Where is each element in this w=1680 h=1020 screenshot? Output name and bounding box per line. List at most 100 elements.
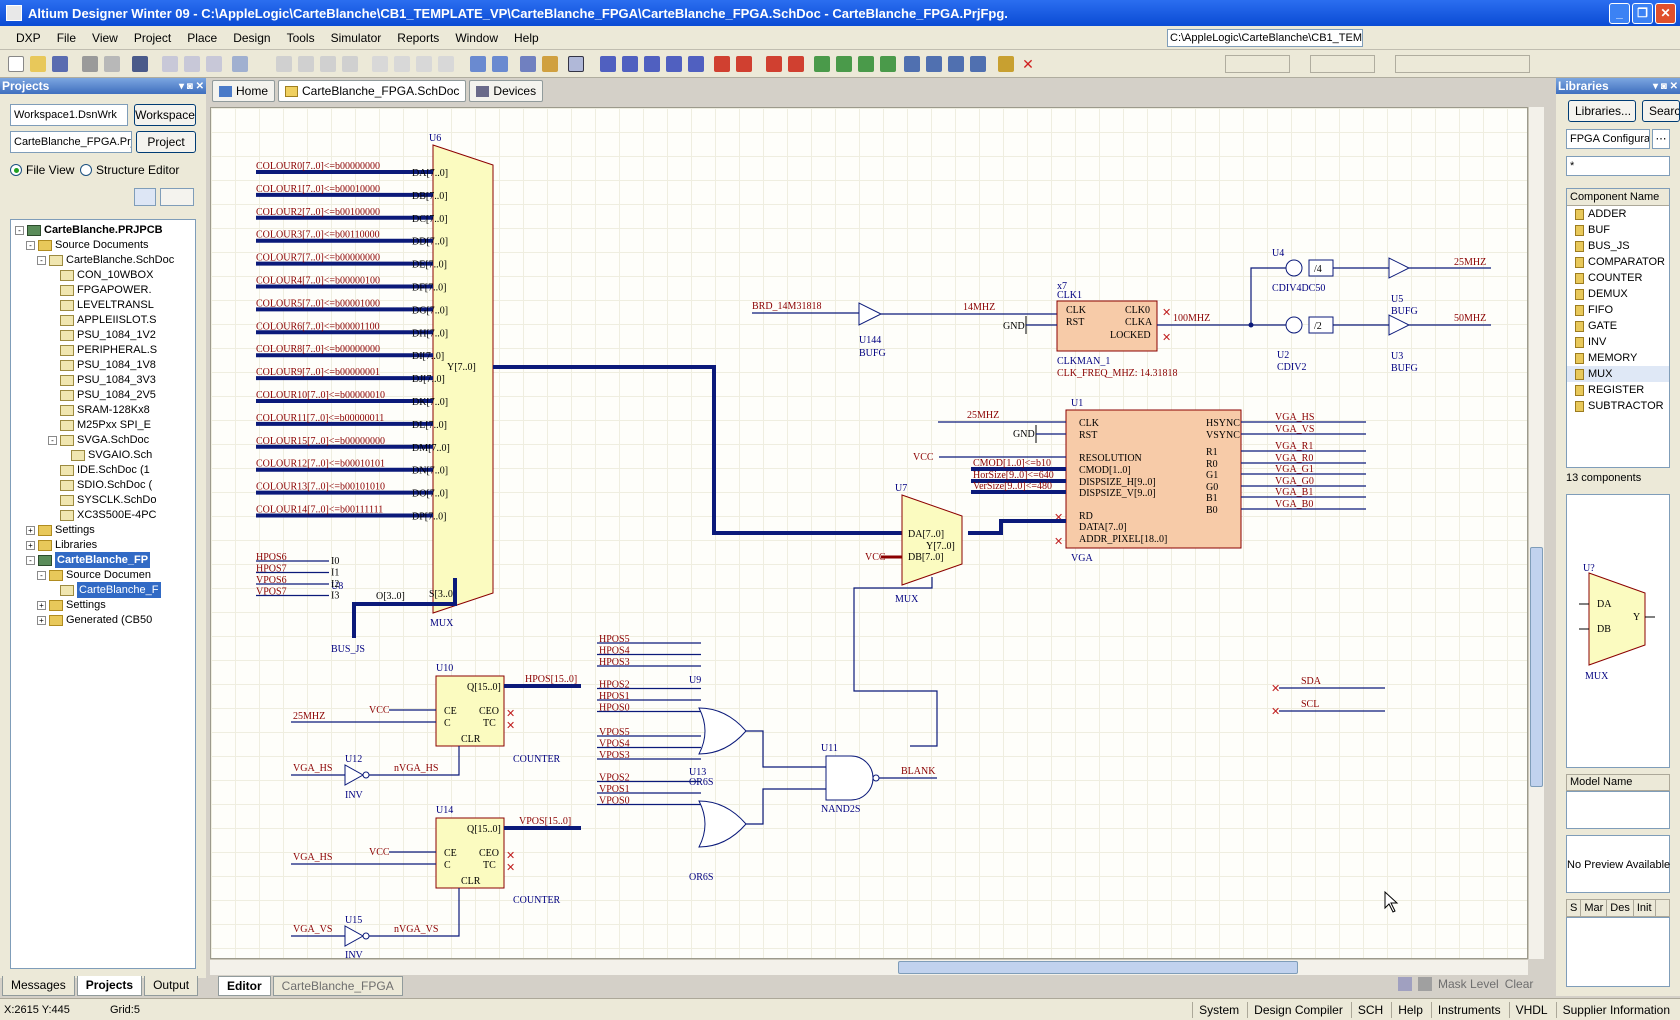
structure-editor-radio[interactable]: Structure Editor xyxy=(80,163,179,177)
tree-item[interactable]: -Source Documents xyxy=(26,237,149,253)
zoom-area-icon[interactable] xyxy=(184,56,200,72)
pin-col-init[interactable]: Init xyxy=(1634,900,1656,916)
component-item[interactable]: SUBTRACTOR xyxy=(1567,398,1669,414)
no-erc-icon[interactable]: ✕ xyxy=(1022,56,1034,72)
menu-view[interactable]: View xyxy=(92,30,118,45)
menu-file[interactable]: File xyxy=(56,30,77,45)
junction-icon[interactable] xyxy=(666,56,682,72)
tree-item[interactable]: +Libraries xyxy=(26,537,97,553)
tree-item[interactable]: -Source Documen xyxy=(37,567,151,583)
port-icon[interactable] xyxy=(904,56,920,72)
menu-simulator[interactable]: Simulator xyxy=(330,30,382,45)
tree-item[interactable]: +Settings xyxy=(26,522,95,538)
component-item[interactable]: FIFO xyxy=(1567,302,1669,318)
status-system[interactable]: System xyxy=(1192,1002,1245,1018)
tree-item[interactable]: XC3S500E-4PC xyxy=(48,507,157,523)
pin-list[interactable] xyxy=(1566,917,1670,987)
expand-icon[interactable]: + xyxy=(26,540,35,550)
menu-design[interactable]: Design xyxy=(233,30,271,45)
component-item[interactable]: BUF xyxy=(1567,222,1669,238)
status-design-compiler[interactable]: Design Compiler xyxy=(1247,1002,1349,1018)
filter-combo[interactable]: * xyxy=(1566,156,1670,176)
expand-icon[interactable]: + xyxy=(26,525,35,535)
menu-help[interactable]: Help xyxy=(514,30,539,45)
expand-icon[interactable]: + xyxy=(37,615,46,625)
select-area-icon[interactable] xyxy=(372,56,388,72)
clear-button[interactable]: Clear xyxy=(1504,977,1534,991)
status-vhdl[interactable]: VHDL xyxy=(1508,1002,1554,1018)
vcc-icon[interactable] xyxy=(766,56,782,72)
pin-col-mar[interactable]: Mar xyxy=(1581,900,1608,916)
file-view-radio[interactable]: File View xyxy=(10,163,74,177)
status-supplier-information[interactable]: Supplier Information xyxy=(1555,1002,1676,1018)
minimize-button[interactable]: _ xyxy=(1609,3,1630,24)
tab-editor[interactable]: Editor xyxy=(218,976,271,996)
menu-tools[interactable]: Tools xyxy=(286,30,315,45)
tab-schematic[interactable]: CarteBlanche_FPGA.SchDoc xyxy=(278,80,467,102)
gnd-icon[interactable] xyxy=(736,56,752,72)
layers-icon[interactable] xyxy=(132,56,148,72)
cut-icon[interactable] xyxy=(276,56,292,72)
menu-window[interactable]: Window xyxy=(455,30,498,45)
menu-dxp[interactable]: DXP xyxy=(16,30,41,45)
tab-messages[interactable]: Messages xyxy=(2,976,75,996)
collapse-icon[interactable]: - xyxy=(15,225,24,235)
component-item[interactable]: COMPARATOR xyxy=(1567,254,1669,270)
document-path-combo[interactable]: C:\AppleLogic\CarteBlanche\CB1_TEM xyxy=(1167,29,1363,47)
tree-item[interactable]: PERIPHERAL.S xyxy=(48,342,157,358)
hierarchy-icon[interactable] xyxy=(520,56,536,72)
document-options-icon[interactable] xyxy=(160,188,194,206)
paste-icon[interactable] xyxy=(320,56,336,72)
directive-icon[interactable] xyxy=(998,56,1014,72)
tab-home[interactable]: Home xyxy=(212,80,276,102)
component-item[interactable]: COUNTER xyxy=(1567,270,1669,286)
component-item[interactable]: MUX xyxy=(1567,366,1669,382)
cross-probe-icon[interactable] xyxy=(232,56,248,72)
component-item[interactable]: DEMUX xyxy=(1567,286,1669,302)
net-label-icon[interactable] xyxy=(688,56,704,72)
maximize-button[interactable]: ❐ xyxy=(1632,3,1653,24)
gnd-port-icon[interactable] xyxy=(714,56,730,72)
horizontal-scrollbar[interactable] xyxy=(210,959,1528,975)
tree-item[interactable]: -CarteBlanche.SchDoc xyxy=(37,252,174,268)
project-button[interactable]: Project xyxy=(136,131,196,153)
status-instruments[interactable]: Instruments xyxy=(1430,1002,1507,1018)
collapse-icon[interactable]: - xyxy=(37,570,46,580)
tree-item[interactable]: SYSCLK.SchDo xyxy=(48,492,156,508)
component-item[interactable]: REGISTER xyxy=(1567,382,1669,398)
filter-combo-2[interactable] xyxy=(1310,55,1375,73)
library-options-icon[interactable]: ⋯ xyxy=(1652,129,1670,149)
copy-icon[interactable] xyxy=(298,56,314,72)
zoom-selected-icon[interactable] xyxy=(206,56,222,72)
component-item[interactable]: MEMORY xyxy=(1567,350,1669,366)
tab-devices[interactable]: Devices xyxy=(469,80,544,102)
harness-icon[interactable] xyxy=(926,56,942,72)
collapse-icon[interactable]: - xyxy=(37,255,46,265)
tree-item[interactable]: PSU_1084_2V5 xyxy=(48,387,156,403)
pin-col-des[interactable]: Des xyxy=(1607,900,1634,916)
menu-project[interactable]: Project xyxy=(133,30,172,45)
tree-item[interactable]: LEVELTRANSL xyxy=(48,297,154,313)
sheet-entry-icon[interactable] xyxy=(858,56,874,72)
status-help[interactable]: Help xyxy=(1391,1002,1429,1018)
new-icon[interactable] xyxy=(8,56,24,72)
tree-item[interactable]: -CarteBlanche.PRJPCB xyxy=(15,222,163,238)
tree-item[interactable]: IDE.SchDoc (1 xyxy=(48,462,150,478)
place-bus-icon[interactable] xyxy=(622,56,638,72)
collapse-icon[interactable]: - xyxy=(26,555,35,565)
vertical-scrollbar[interactable] xyxy=(1528,107,1544,959)
status-sch[interactable]: SCH xyxy=(1350,1002,1389,1018)
expand-icon[interactable]: + xyxy=(37,600,46,610)
component-item[interactable]: GATE xyxy=(1567,318,1669,334)
bus-entry-icon[interactable] xyxy=(644,56,660,72)
menu-reports[interactable]: Reports xyxy=(397,30,440,45)
save-icon[interactable] xyxy=(52,56,68,72)
tree-item[interactable]: +Generated (CB50 xyxy=(37,612,152,628)
layers-icon[interactable] xyxy=(134,188,156,206)
open-icon[interactable] xyxy=(30,56,46,72)
library-combo[interactable]: FPGA Configurab xyxy=(1566,129,1650,149)
tree-item[interactable]: +Settings xyxy=(37,597,106,613)
close-button[interactable]: ✕ xyxy=(1655,3,1676,24)
